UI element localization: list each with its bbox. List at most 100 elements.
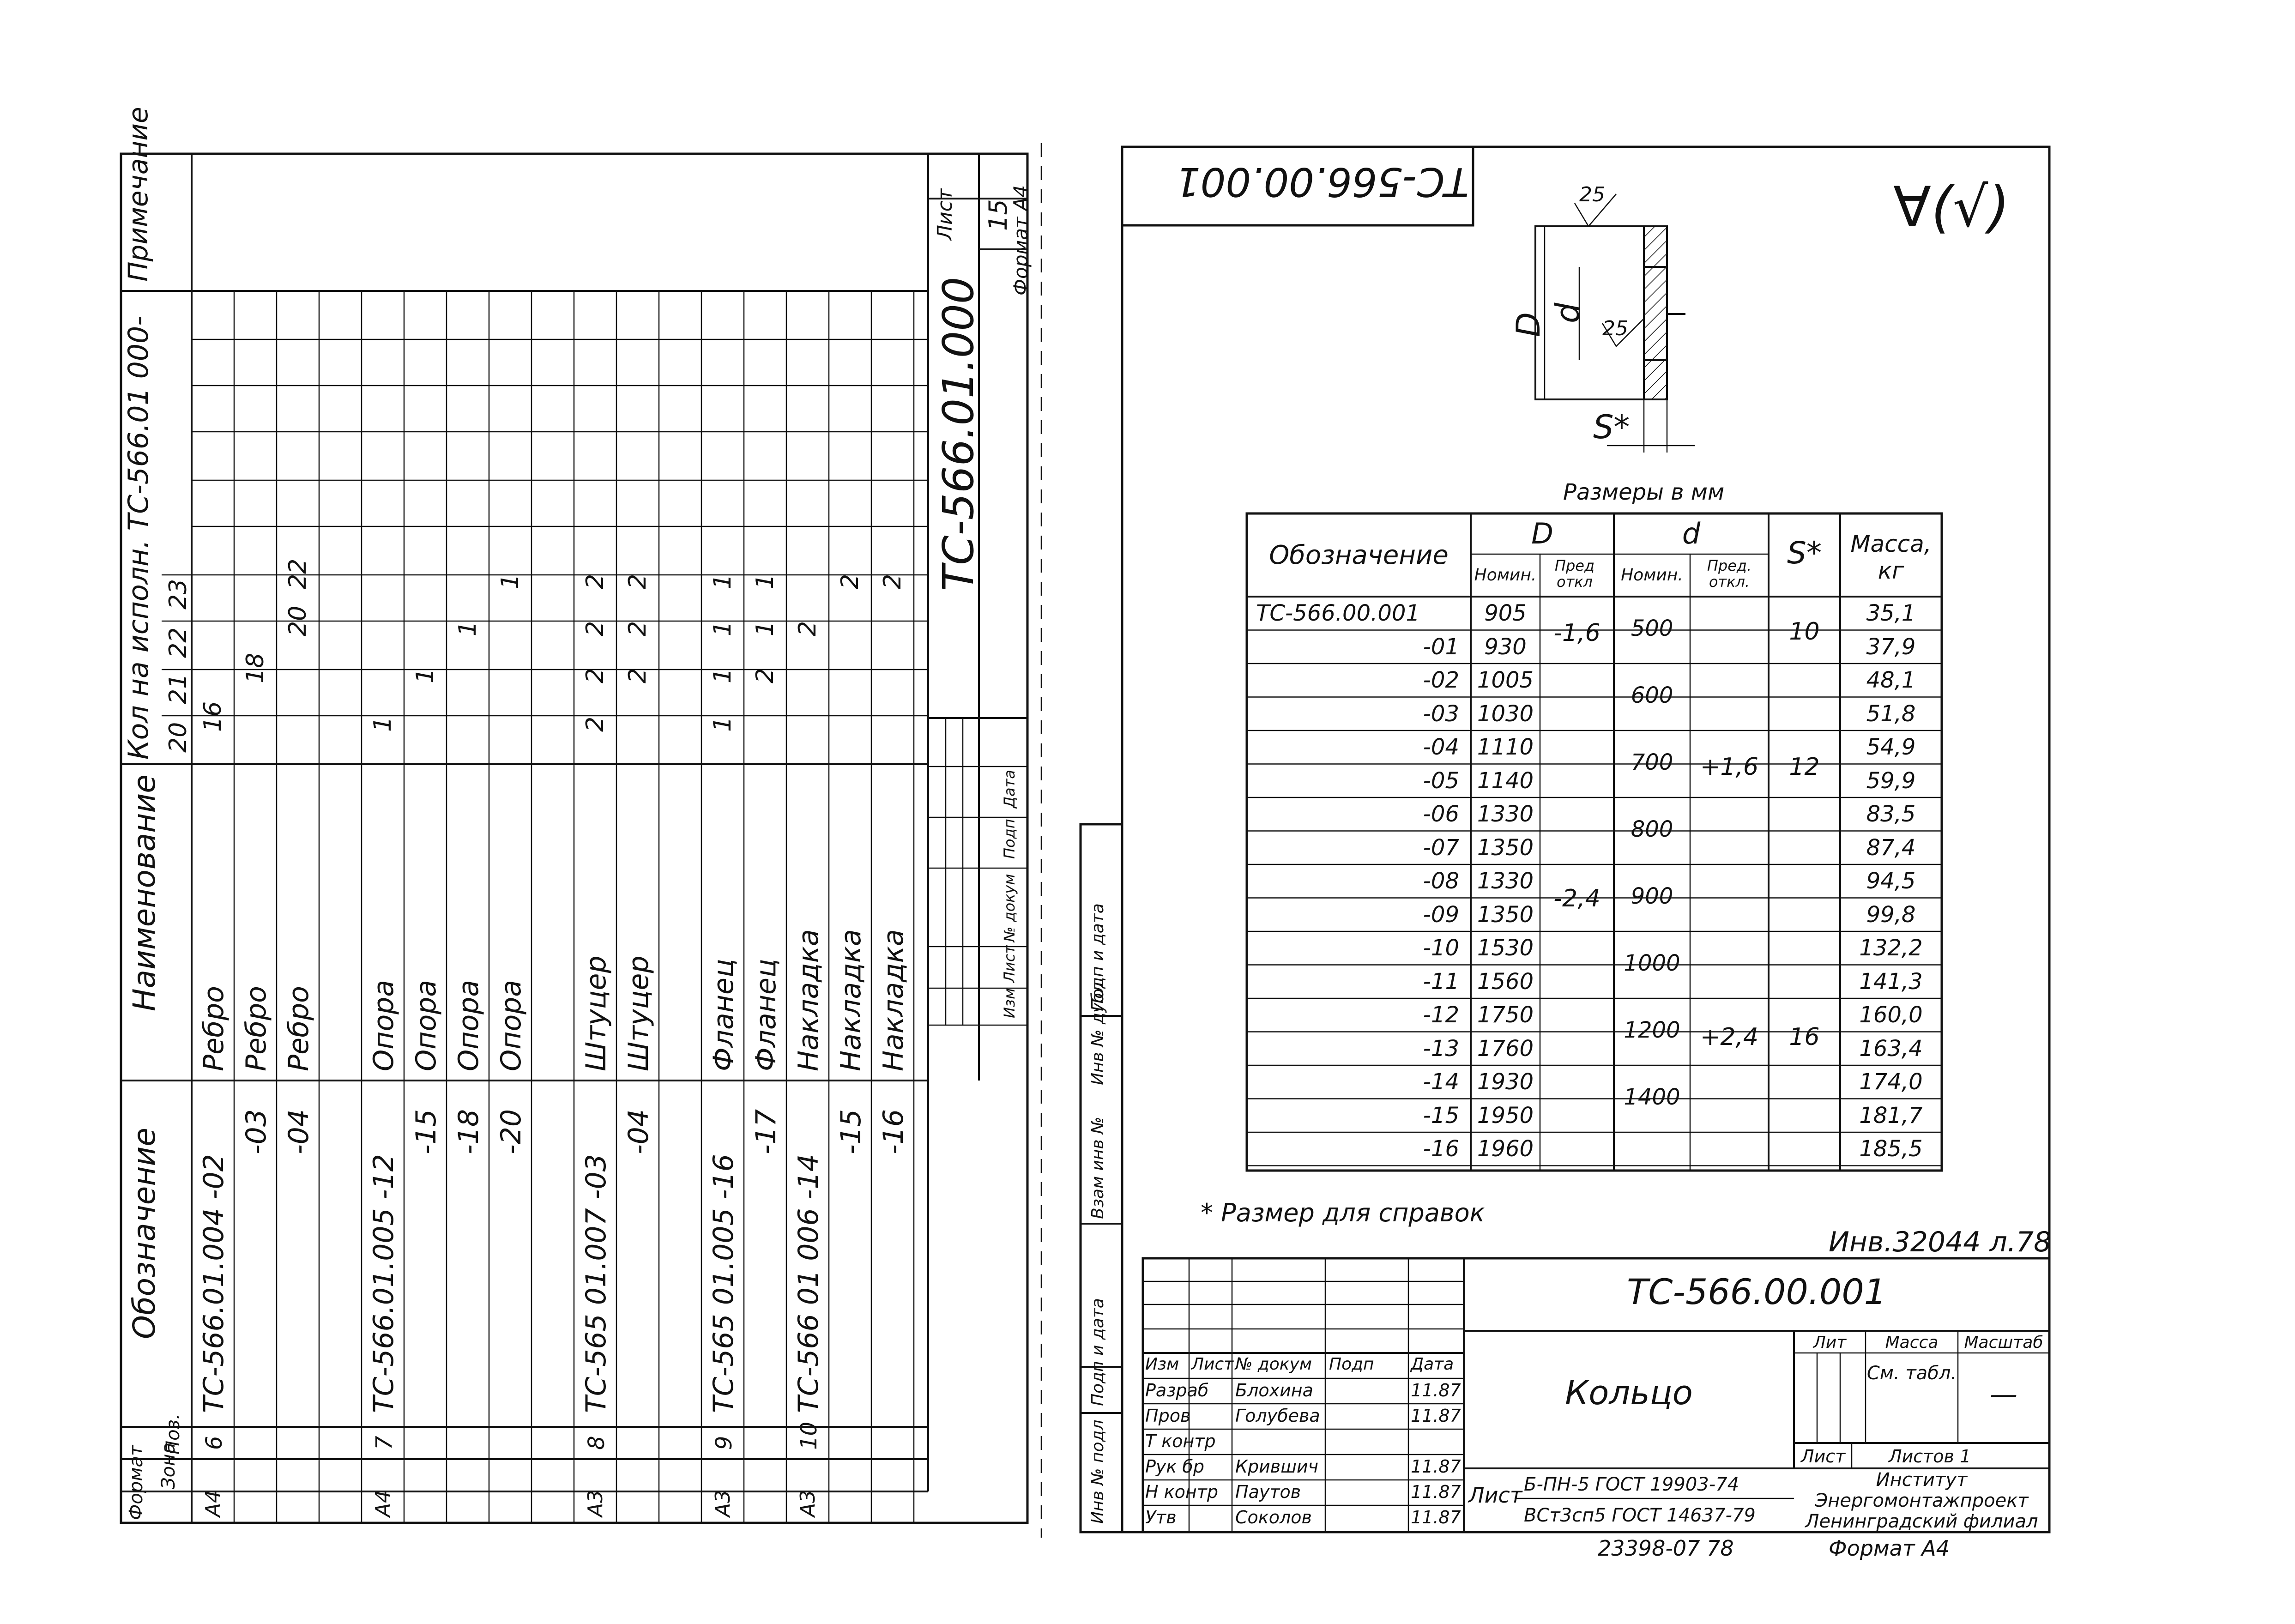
row-mass: 87,4 bbox=[1866, 834, 1916, 861]
bottom-format: Формат А4 bbox=[1829, 1536, 1950, 1561]
row-designation: -02 bbox=[1423, 667, 1459, 693]
registration-number: Инв.32044 л.78 bbox=[1829, 1226, 2052, 1258]
row-mass: 48,1 bbox=[1866, 667, 1916, 693]
dim-S-label: S* bbox=[1593, 408, 1630, 446]
stamp-person-role: Утв bbox=[1145, 1507, 1177, 1527]
material-top: Б-ПН-5 ГОСТ 19903-74 bbox=[1524, 1474, 1739, 1495]
row-d-nom: 700 bbox=[1631, 749, 1673, 775]
stamp-sheet: Лист bbox=[1801, 1446, 1846, 1467]
row-D-nom: 1760 bbox=[1477, 1035, 1534, 1062]
row-d-nom: 600 bbox=[1631, 682, 1673, 708]
org-line-1: Институт bbox=[1876, 1469, 1968, 1491]
tbl-header-D-nom: Номин. bbox=[1474, 566, 1537, 585]
tbl-header-D-tol: Пред откл bbox=[1554, 557, 1595, 591]
row-D-nom: 1140 bbox=[1477, 767, 1534, 794]
row-designation: ТС-566.00.001 bbox=[1256, 600, 1420, 626]
row-D-nom: 1560 bbox=[1477, 968, 1534, 995]
tbl-header-D: D bbox=[1531, 517, 1553, 550]
stamp-person-role: Разраб bbox=[1145, 1380, 1209, 1401]
stamp-col-head: Подп bbox=[1329, 1355, 1374, 1374]
row-D-nom: 905 bbox=[1484, 600, 1527, 626]
strip-vzam-inv: Взам инв № bbox=[1088, 1117, 1107, 1219]
tbl-header-mass: Масса, кг bbox=[1850, 531, 1932, 584]
row-d-nom: 1200 bbox=[1624, 1017, 1680, 1043]
material-prefix: Лист bbox=[1468, 1483, 1522, 1508]
row-mass: 83,5 bbox=[1866, 801, 1916, 827]
stamp-sheets: Листов 1 bbox=[1889, 1446, 1971, 1467]
stamp-person-date: 11.87 bbox=[1411, 1507, 1461, 1527]
tol-D-2: -2,4 bbox=[1553, 885, 1600, 912]
row-mass: 54,9 bbox=[1866, 734, 1916, 760]
stamp-person-name: Паутов bbox=[1235, 1482, 1301, 1502]
row-mass: 99,8 bbox=[1866, 901, 1916, 928]
row-D-nom: 1930 bbox=[1477, 1069, 1534, 1095]
stamp-col-head: Дата bbox=[1411, 1355, 1454, 1374]
stamp-person-role: Т контр bbox=[1145, 1431, 1216, 1451]
roughness-mark: ∀(√) bbox=[1893, 175, 2010, 240]
row-designation: -14 bbox=[1423, 1069, 1459, 1095]
stamp-person-role: Рук бр bbox=[1145, 1456, 1204, 1477]
row-d-nom: 1000 bbox=[1624, 950, 1680, 976]
row-D-nom: 1530 bbox=[1477, 935, 1534, 961]
units-caption: Размеры в мм bbox=[1563, 479, 1725, 505]
row-D-nom: 1960 bbox=[1477, 1136, 1534, 1162]
tbl-header-d: d bbox=[1682, 517, 1701, 550]
stamp-person-name: Соколов bbox=[1235, 1507, 1312, 1527]
stamp-col-head: № докум bbox=[1235, 1355, 1312, 1374]
tbl-header-d-tol: Пред. откл. bbox=[1707, 557, 1752, 591]
tol-d-1: +1,6 bbox=[1700, 753, 1759, 781]
strip-podp-data-2: Подп и дата bbox=[1088, 903, 1107, 1011]
stamp-title: Кольцо bbox=[1565, 1373, 1693, 1412]
stamp-person-name: Крившич bbox=[1235, 1456, 1319, 1477]
row-D-nom: 1750 bbox=[1477, 1002, 1534, 1028]
row-designation: -03 bbox=[1423, 700, 1459, 727]
row-mass: 35,1 bbox=[1866, 600, 1916, 626]
row-d-nom: 800 bbox=[1631, 816, 1673, 842]
stamp-mass-value: См. табл. bbox=[1866, 1363, 1957, 1384]
row-D-nom: 1110 bbox=[1477, 734, 1534, 760]
stamp-person-date: 11.87 bbox=[1411, 1380, 1461, 1401]
row-designation: -11 bbox=[1423, 968, 1459, 995]
tbl-header-S: S* bbox=[1787, 535, 1822, 571]
tbl-header-d-nom: Номин. bbox=[1621, 566, 1683, 585]
row-designation: -01 bbox=[1423, 634, 1459, 660]
row-designation: -15 bbox=[1423, 1102, 1459, 1129]
dim-d-label: d bbox=[1549, 302, 1587, 323]
top-code: ТС-566.00.001 bbox=[1175, 158, 1469, 205]
row-designation: -10 bbox=[1423, 935, 1459, 961]
row-designation: -04 bbox=[1423, 734, 1459, 760]
org-line-2: Энергомонтажпроект bbox=[1815, 1490, 2029, 1511]
row-d-nom: 900 bbox=[1631, 883, 1673, 909]
row-mass: 185,5 bbox=[1859, 1136, 1923, 1162]
row-mass: 181,7 bbox=[1859, 1102, 1923, 1129]
row-D-nom: 1330 bbox=[1477, 868, 1534, 894]
org-line-3: Ленинградский филиал bbox=[1805, 1511, 2038, 1532]
s-val-12: 12 bbox=[1789, 753, 1820, 781]
row-mass: 94,5 bbox=[1866, 868, 1916, 894]
roughness-25-inner: 25 bbox=[1602, 317, 1628, 340]
stamp-person-date: 11.87 bbox=[1411, 1456, 1461, 1477]
row-designation: -06 bbox=[1423, 801, 1459, 827]
stamp-person-role: Пров bbox=[1145, 1406, 1191, 1426]
dim-D-label: D bbox=[1510, 312, 1547, 337]
stamp-mass: Масса bbox=[1885, 1333, 1939, 1352]
stamp-person-date: 11.87 bbox=[1411, 1482, 1461, 1502]
row-D-nom: 1030 bbox=[1477, 700, 1534, 727]
tbl-header-designation: Обозначение bbox=[1269, 540, 1449, 570]
stamp-person-name: Блохина bbox=[1235, 1380, 1313, 1401]
row-designation: -13 bbox=[1423, 1035, 1459, 1062]
tol-d-2: +2,4 bbox=[1700, 1023, 1759, 1051]
stamp-code: ТС-566.00.001 bbox=[1626, 1271, 1887, 1312]
stamp-lit: Лит bbox=[1813, 1333, 1847, 1352]
stamp-col-head: Изм bbox=[1145, 1355, 1179, 1374]
footnote: * Размер для справок bbox=[1201, 1198, 1485, 1227]
tol-D-1: -1,6 bbox=[1553, 619, 1600, 647]
row-mass: 141,3 bbox=[1859, 968, 1923, 995]
row-designation: -08 bbox=[1423, 868, 1459, 894]
row-D-nom: 1350 bbox=[1477, 834, 1534, 861]
row-mass: 163,4 bbox=[1859, 1035, 1923, 1062]
row-mass: 132,2 bbox=[1859, 935, 1923, 961]
row-designation: -05 bbox=[1423, 767, 1459, 794]
